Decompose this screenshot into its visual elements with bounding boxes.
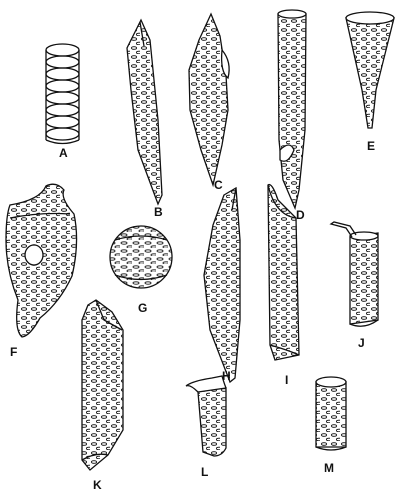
element-J	[331, 222, 378, 326]
label-A: A	[59, 146, 68, 160]
label-G: G	[138, 301, 147, 315]
element-D	[278, 10, 306, 208]
label-M: M	[324, 461, 334, 475]
element-I	[268, 185, 299, 360]
element-F	[6, 184, 77, 337]
label-L: L	[201, 465, 208, 479]
element-M	[316, 377, 346, 450]
element-L	[186, 376, 226, 456]
label-H: H	[222, 369, 231, 383]
element-C	[189, 14, 229, 185]
label-I: I	[285, 373, 288, 387]
element-A	[46, 44, 79, 144]
element-B	[127, 20, 162, 204]
label-B: B	[154, 205, 163, 219]
label-D: D	[296, 208, 305, 222]
label-J: J	[358, 336, 365, 350]
element-K	[82, 300, 123, 470]
element-E	[346, 12, 394, 128]
label-K: K	[93, 478, 102, 492]
element-G	[110, 226, 172, 288]
label-F: F	[10, 345, 17, 359]
label-C: C	[214, 178, 223, 192]
label-E: E	[367, 139, 375, 153]
element-H	[204, 188, 240, 382]
